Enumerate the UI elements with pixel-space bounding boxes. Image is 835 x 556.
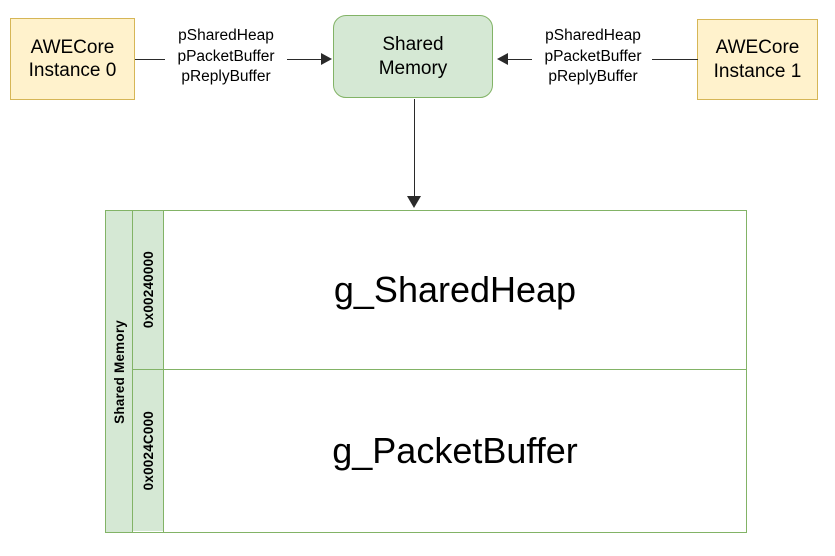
memory-region-row: g_SharedHeap — [164, 211, 746, 370]
node-awecore-instance-1[interactable]: AWECore Instance 1 — [697, 19, 818, 100]
edge-instance0-to-shared-memory-line-left — [135, 59, 165, 60]
edge-label-instance0: pSharedHeap pPacketBuffer pReplyBuffer — [177, 27, 275, 86]
shared-memory-line1: Shared — [382, 34, 444, 56]
memory-region-label-1: g_PacketBuffer — [332, 429, 578, 471]
edge-instance1-to-shared-memory-line-right — [652, 59, 698, 60]
memory-address-0: 0x00240000 — [140, 251, 156, 329]
arrow-left-icon — [497, 53, 508, 65]
instance1-line1: AWECore — [715, 37, 800, 59]
instance0-line1: AWECore — [30, 36, 115, 58]
shared-memory-line2: Memory — [378, 57, 448, 79]
node-awecore-instance-1-label: AWECore Instance 1 — [714, 36, 802, 82]
memory-table-address-column: 0x00240000 0x0024C000 — [133, 211, 164, 532]
node-shared-memory[interactable]: Shared Memory — [333, 15, 493, 98]
node-awecore-instance-0-label: AWECore Instance 0 — [29, 36, 117, 82]
arrow-down-icon — [407, 196, 421, 208]
arrow-right-icon — [321, 53, 332, 65]
memory-table-region-column: g_SharedHeap g_PacketBuffer — [164, 211, 746, 532]
memory-table-row-header: Shared Memory — [106, 211, 133, 532]
instance1-line2: Instance 1 — [713, 60, 802, 82]
instance0-line2: Instance 0 — [28, 60, 117, 81]
memory-table-address-cell: 0x0024C000 — [133, 370, 163, 531]
memory-region-label-0: g_SharedHeap — [333, 269, 577, 310]
node-awecore-instance-0[interactable]: AWECore Instance 0 — [10, 18, 135, 100]
edge-shared-memory-to-memory-table-line — [414, 99, 415, 196]
memory-table-address-cell: 0x00240000 — [133, 211, 163, 370]
node-shared-memory-label: Shared Memory — [379, 33, 448, 79]
memory-map-table: Shared Memory 0x00240000 0x0024C000 g_Sh… — [105, 210, 747, 533]
memory-address-1: 0x0024C000 — [140, 410, 156, 491]
edge-instance0-to-shared-memory-line-right — [287, 59, 327, 60]
edge-label-instance1: pSharedHeap pPacketBuffer pReplyBuffer — [544, 27, 642, 86]
memory-region-row: g_PacketBuffer — [164, 370, 746, 531]
edge-instance1-to-shared-memory-line-left — [508, 59, 532, 60]
memory-table-row-header-label: Shared Memory — [111, 319, 127, 424]
